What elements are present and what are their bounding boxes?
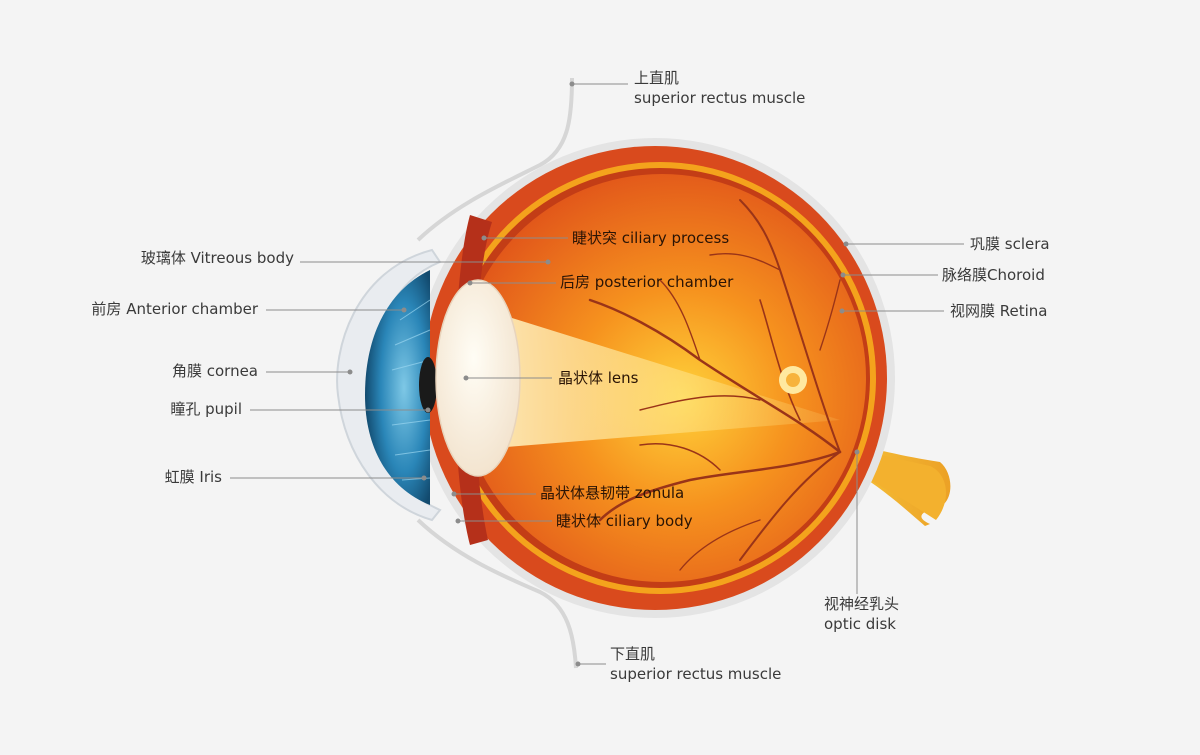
label-lens: 晶状体 lens — [558, 369, 639, 387]
label-iris: 虹膜 Iris — [164, 468, 222, 486]
label-pupil: 瞳孔 pupil — [170, 400, 242, 418]
pupil-shape — [419, 357, 437, 413]
label-inferior-rectus: 下直肌 superior rectus muscle — [610, 644, 781, 684]
leader-dots — [347, 81, 860, 667]
label-inferior-rectus-en: superior rectus muscle — [610, 665, 782, 683]
label-optic-disk: 视神经乳头 optic disk — [824, 594, 899, 634]
light-beam — [470, 305, 840, 450]
label-ciliary-process: 睫状突 ciliary process — [572, 229, 730, 247]
label-zonula: 晶状体悬韧带 zonula — [540, 484, 685, 502]
blood-vessels — [588, 199, 842, 571]
label-anterior-chamber: 前房 Anterior chamber — [91, 300, 258, 318]
label-inferior-rectus-zh: 下直肌 — [610, 645, 656, 663]
label-sclera: 巩膜 sclera — [970, 235, 1050, 253]
label-choroid: 脉络膜Choroid — [942, 266, 1045, 284]
label-superior-rectus: 上直肌 superior rectus muscle — [634, 68, 805, 108]
iris-shape — [365, 270, 430, 505]
superior-rectus-outline — [416, 77, 574, 242]
label-vitreous-body: 玻璃体 Vitreous body — [140, 249, 294, 267]
label-superior-rectus-en: superior rectus muscle — [634, 89, 806, 107]
label-superior-rectus-zh: 上直肌 — [634, 69, 680, 87]
inferior-rectus-outline — [416, 518, 578, 669]
label-retina: 视网膜 Retina — [950, 302, 1048, 320]
leader-lines — [230, 83, 964, 665]
label-optic-disk-en: optic disk — [824, 615, 896, 633]
label-ciliary-body: 睫状体 ciliary body — [556, 512, 693, 530]
iris-fibers — [391, 299, 431, 481]
label-cornea: 角膜 cornea — [171, 362, 258, 380]
label-posterior-chamber: 后房 posterior chamber — [560, 273, 734, 291]
label-optic-disk-zh: 视神经乳头 — [824, 595, 900, 613]
